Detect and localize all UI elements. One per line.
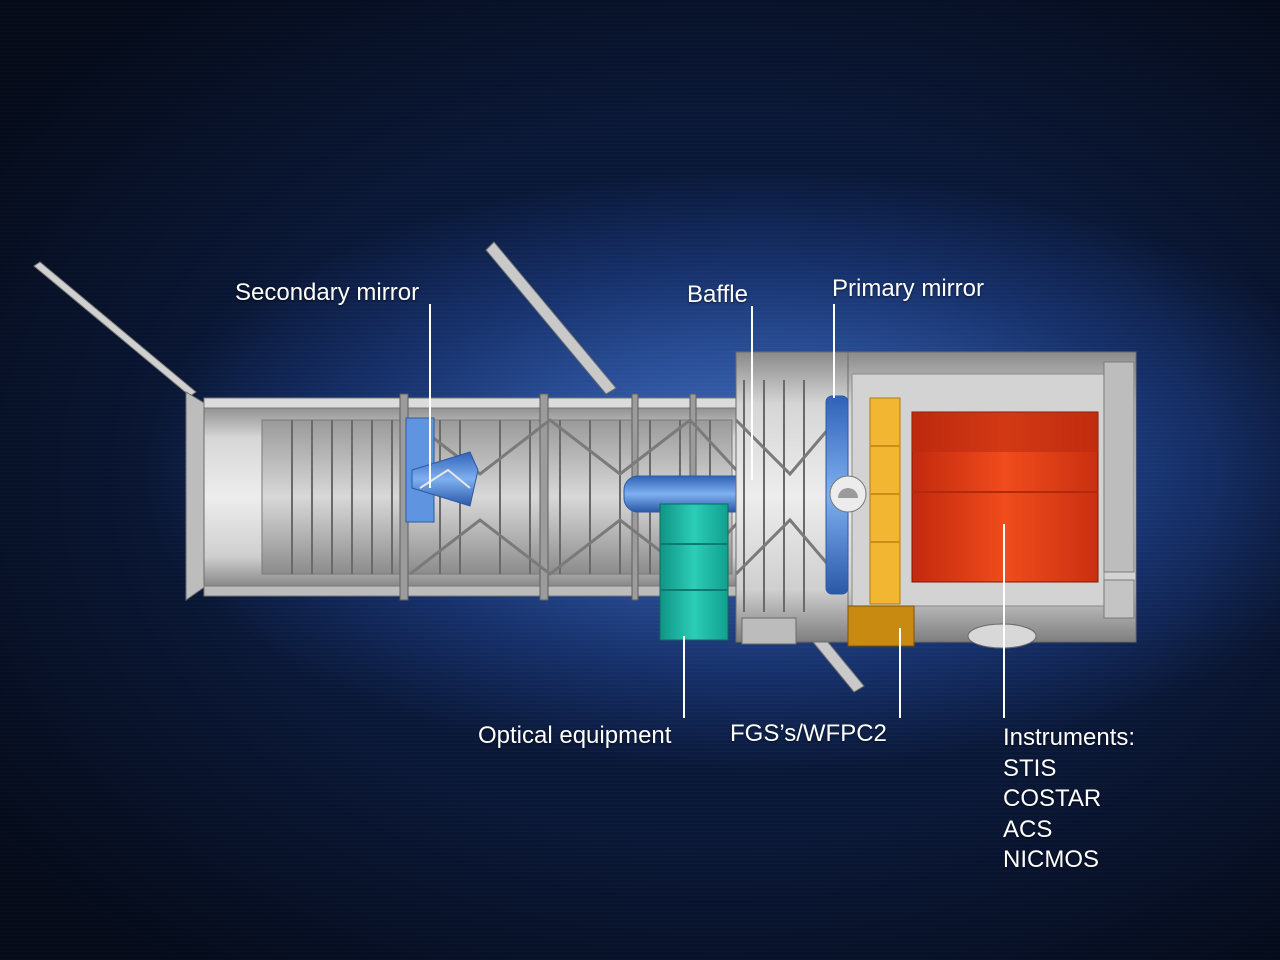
instruments-list: Instruments: STIS COSTAR ACS NICMOS	[1003, 723, 1135, 876]
central-baffle-truss	[734, 418, 838, 576]
instrument-item: ACS	[1003, 815, 1053, 843]
instrument-item: NICMOS	[1003, 846, 1099, 873]
instrument-item: COSTAR	[1003, 785, 1102, 812]
central-baffle-rings	[743, 380, 805, 612]
instrument-item: STIS	[1003, 754, 1057, 782]
label-secondary-mirror: Secondary mirror	[235, 279, 420, 306]
instruments-heading: Instruments:	[1003, 724, 1136, 751]
instruments-block	[911, 411, 1099, 583]
label-fgs-wfpc2: FGS’s/WFPC2	[730, 720, 887, 747]
label-baffle: Baffle	[687, 281, 748, 308]
forward-baffle-rings	[291, 420, 711, 574]
lower-equipment-boxes	[741, 617, 1037, 649]
primary-mirror	[825, 395, 867, 595]
leader-lines	[429, 304, 1005, 718]
optical-equipment-unit	[659, 503, 729, 641]
label-optical-equipment: Optical equipment	[478, 722, 672, 749]
label-primary-mirror: Primary mirror	[832, 275, 984, 302]
left-boom	[33, 261, 197, 397]
fgs-wfpc2-unit	[847, 397, 915, 647]
upper-boom	[485, 241, 617, 395]
